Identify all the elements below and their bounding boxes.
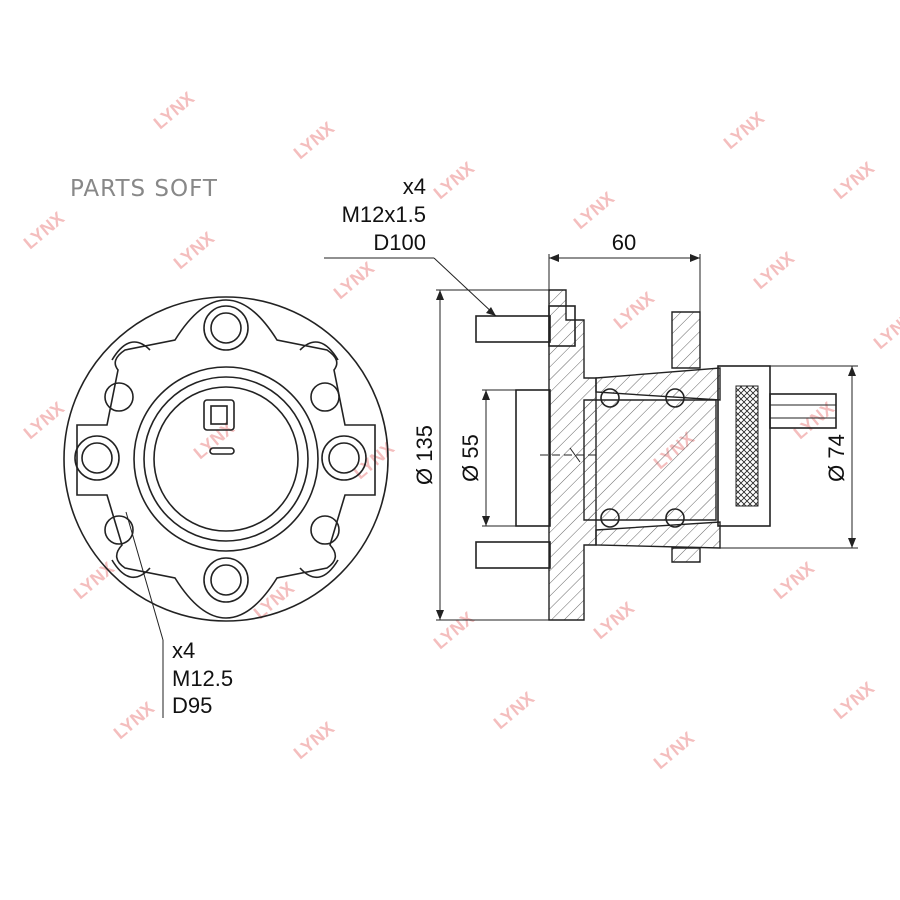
bolt-bottom-diameter: D95	[172, 693, 212, 718]
watermark-text: LYNX	[750, 248, 798, 293]
brand-label: PARTS SOFT	[70, 176, 218, 202]
watermark-text: LYNX	[650, 728, 698, 773]
watermark-text: LYNX	[250, 578, 298, 623]
dim-flange-dia-label: Ø 135	[412, 425, 437, 485]
bolt-top-thread: M12x1.5	[342, 202, 426, 227]
watermark-text: LYNX	[430, 608, 478, 653]
watermark-text: LYNX	[720, 108, 768, 153]
watermark-text: LYNX	[170, 228, 218, 273]
section-view	[324, 254, 858, 621]
watermark-text: LYNX	[150, 88, 198, 133]
bolt-top-count: x4	[403, 174, 426, 199]
watermark-text: LYNX	[70, 558, 118, 603]
watermark-text: LYNX	[430, 158, 478, 203]
watermark-text: LYNX	[290, 718, 338, 763]
watermark-text: LYNX	[870, 308, 900, 353]
bolt-top-diameter: D100	[373, 230, 426, 255]
watermark-text: LYNX	[20, 398, 68, 443]
watermark-text: LYNX	[590, 598, 638, 643]
watermark-text: LYNX	[570, 188, 618, 233]
watermark-text: LYNX	[490, 688, 538, 733]
bolt-bottom-thread: M12.5	[172, 666, 233, 691]
watermark-text: LYNX	[830, 158, 878, 203]
dim-pilot-dia-label: Ø 55	[458, 434, 483, 482]
watermark-text: LYNX	[610, 288, 658, 333]
watermark-text: LYNX	[110, 698, 158, 743]
watermark-text: LYNX	[770, 558, 818, 603]
watermark-text: LYNX	[330, 258, 378, 303]
watermark-text: LYNX	[830, 678, 878, 723]
front-view	[63, 296, 389, 718]
watermark-text: LYNX	[290, 118, 338, 163]
watermark-text: LYNX	[20, 208, 68, 253]
dim-seal-dia-label: Ø 74	[824, 434, 849, 482]
watermark-layer: LYNX LYNX LYNX LYNX LYNX LYNX LYNX LYNX LYNX LYNX…	[20, 88, 900, 773]
dim-width-label: 60	[612, 230, 636, 255]
bolt-bottom-count: x4	[172, 638, 195, 663]
